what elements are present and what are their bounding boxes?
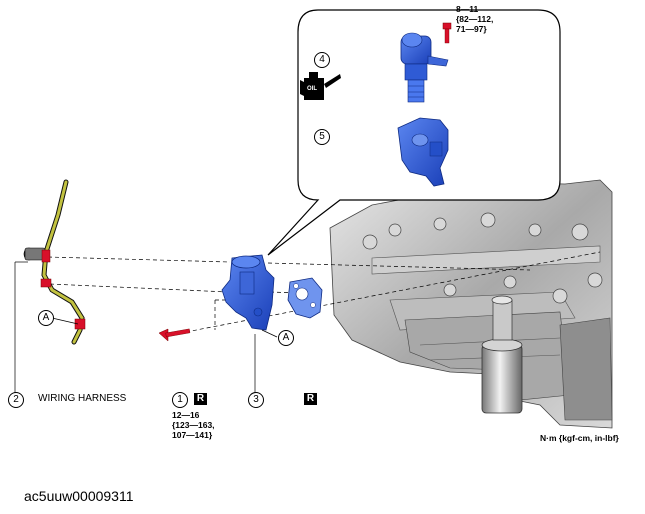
callout-2: 2 [8,392,24,408]
wiring-harness-label: WIRING HARNESS [38,393,127,404]
solenoid-housing [397,117,449,187]
callout-3: 3 [248,392,264,408]
torque-main-line3: 107—141} [172,430,213,440]
bolt-detail [442,22,452,44]
oil-control-solenoid [400,32,449,103]
torque-detail-line1: 8—11 [456,4,479,14]
oil-can-label: OIL [307,86,317,92]
callout-a-harness: A [38,310,54,326]
torque-detail-line2: {82—112, [456,14,494,24]
bolt-1 [158,328,191,342]
engine-block [329,179,613,429]
torque-detail-line3: 71—97} [456,24,487,34]
figure-id: ac5uuw00009311 [24,488,134,504]
replace-mark-gasket: R [304,393,317,405]
callout-4: 4 [314,52,330,68]
callout-5: 5 [314,129,330,145]
torque-units-note: N·m {kgf-cm, in-lbf} [540,433,619,443]
callout-a-solenoid: A [278,330,294,346]
torque-main-line2: {123—163, [172,420,215,430]
replace-mark-bolt: R [194,393,207,405]
callout-1: 1 [172,392,188,408]
torque-main-line1: 12—16 [172,410,200,420]
oil-filter [481,295,523,414]
oil-control-solenoid-assembly [221,254,275,331]
oil-can-icon [300,72,341,100]
gasket [287,277,323,319]
wiring-harness [23,179,86,345]
